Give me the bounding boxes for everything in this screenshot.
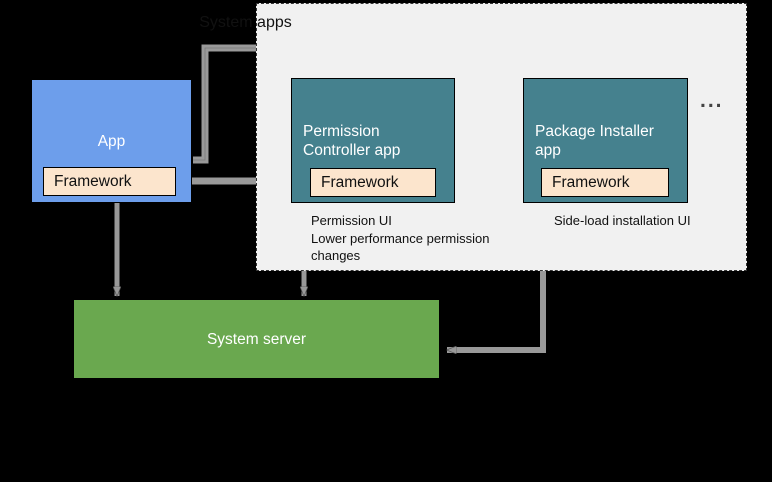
node-package-installer-framework[interactable]: Framework xyxy=(541,168,669,197)
node-package-installer-label: Package Installer app xyxy=(535,123,654,159)
node-permission-controller-label: Permission Controller app xyxy=(303,123,401,159)
node-app-framework-label: Framework xyxy=(54,172,132,190)
node-app-label: App xyxy=(97,133,126,150)
caption-permission-controller: Permission UI Lower performance permissi… xyxy=(311,212,526,265)
node-system-server[interactable]: System server xyxy=(74,300,439,378)
node-permission-controller-framework[interactable]: Framework xyxy=(310,168,436,197)
node-permission-controller-framework-label: Framework xyxy=(321,173,399,191)
more-apps-ellipsis-icon: ... xyxy=(700,89,724,112)
node-app-framework[interactable]: Framework xyxy=(43,167,176,196)
node-package-installer-framework-label: Framework xyxy=(552,173,630,191)
system-apps-label: System apps xyxy=(199,14,292,31)
caption-package-installer: Side-load installation UI xyxy=(554,212,739,230)
node-system-server-label: System server xyxy=(206,331,307,348)
